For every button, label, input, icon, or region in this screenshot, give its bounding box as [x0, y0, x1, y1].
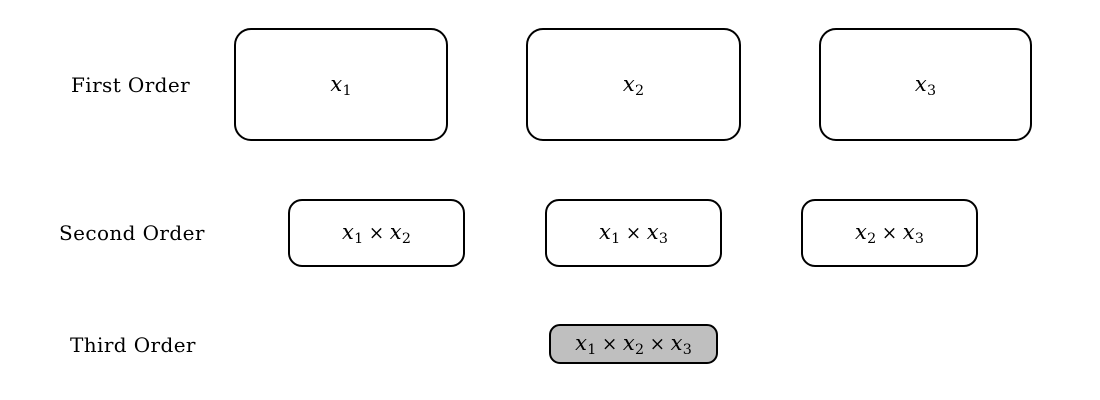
- row-label-third-order: Third Order: [70, 333, 196, 357]
- variable-symbol: x: [670, 331, 683, 356]
- variable-subscript: 2: [635, 82, 645, 99]
- variable-subscript: 3: [927, 82, 937, 99]
- variable-subscript: 3: [682, 341, 692, 358]
- times-operator-icon: ×: [625, 222, 642, 244]
- variable-symbol: x: [342, 220, 354, 245]
- variable-symbol: x: [622, 72, 635, 96]
- variable-symbol: x: [622, 331, 635, 356]
- times-operator-icon: ×: [601, 333, 618, 355]
- variable-subscript: 2: [867, 230, 877, 247]
- row-label-first-order: First Order: [71, 73, 191, 97]
- row-label-second-order: Second Order: [59, 221, 205, 245]
- variable-subscript: 3: [914, 230, 924, 247]
- variable-symbol: x: [330, 72, 343, 96]
- variable-symbol: x: [914, 72, 927, 96]
- variable-subscript: 3: [658, 230, 668, 247]
- variable-subscript: 2: [401, 230, 411, 247]
- variable-symbol: x: [599, 220, 611, 245]
- variable-symbol: x: [902, 220, 915, 245]
- variable-symbol: x: [855, 220, 867, 245]
- variable-subscript: 1: [354, 230, 364, 247]
- variable-symbol: x: [575, 331, 587, 356]
- times-operator-icon: ×: [649, 333, 666, 355]
- variable-subscript: 1: [587, 341, 597, 358]
- variable-subscript: 2: [635, 341, 645, 358]
- times-operator-icon: ×: [881, 222, 898, 244]
- variable-symbol: x: [646, 220, 659, 245]
- variable-subscript: 1: [342, 82, 352, 99]
- variable-symbol: x: [389, 220, 402, 245]
- times-operator-icon: ×: [368, 222, 385, 244]
- variable-subscript: 1: [611, 230, 621, 247]
